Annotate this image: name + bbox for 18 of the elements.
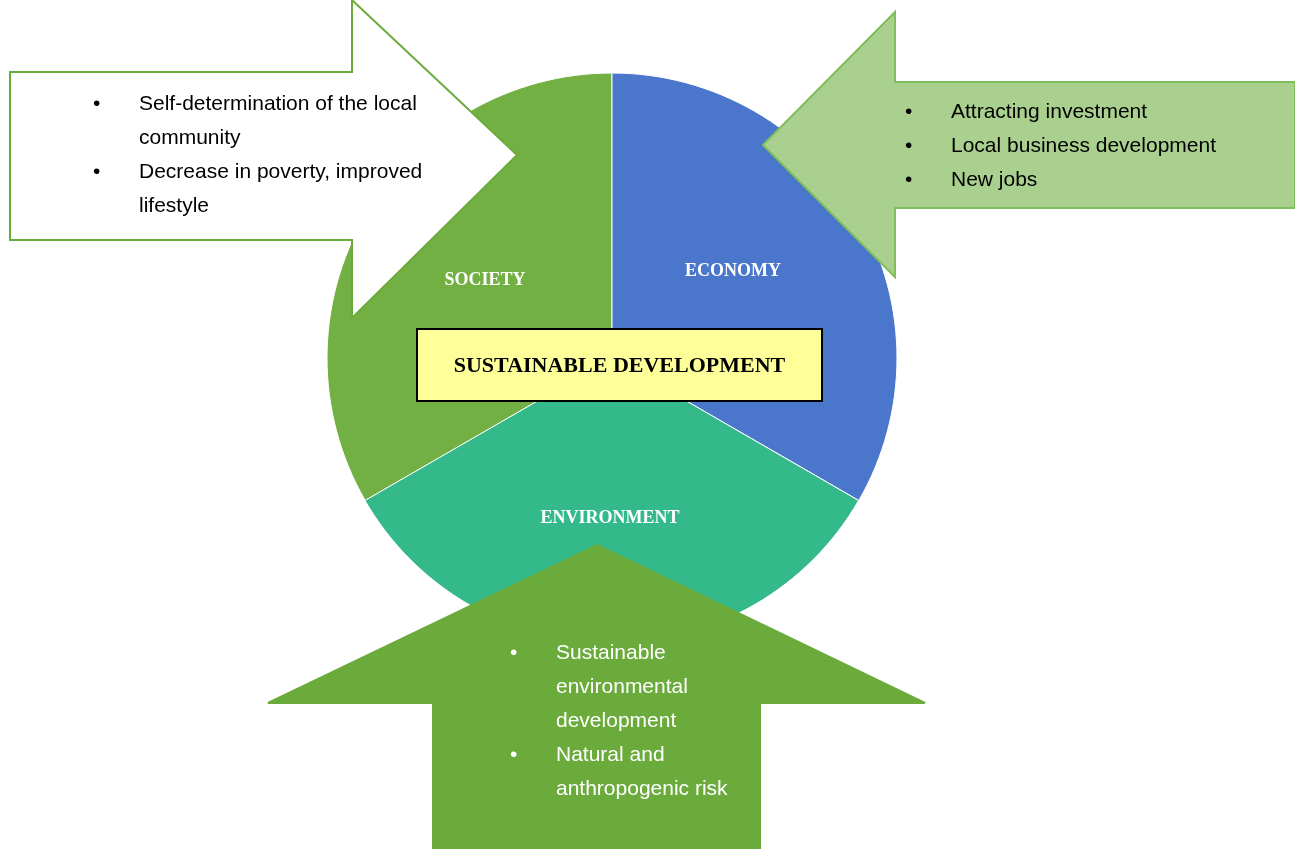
- bullet-marker: •: [510, 639, 518, 665]
- bullet-marker: •: [93, 158, 101, 184]
- bullet-text: Local business development: [951, 132, 1216, 158]
- bullet-text: Decrease in poverty, improved lifestyle: [139, 158, 424, 218]
- sector-label: SOCIETY: [444, 268, 526, 290]
- bullet-text: Sustainable environmental development: [556, 639, 689, 733]
- bullet-marker: •: [905, 166, 913, 192]
- center-label: SUSTAINABLE DEVELOPMENT: [453, 352, 786, 378]
- bullet-marker: •: [905, 98, 913, 124]
- bullet-text: New jobs: [951, 166, 1038, 192]
- bullet-text: Natural and anthropogenic risk: [556, 741, 729, 801]
- sector-label: ENVIRONMENT: [540, 506, 680, 528]
- bullet-text: Attracting investment: [951, 98, 1148, 124]
- bullet-marker: •: [905, 132, 913, 158]
- bullet-marker: •: [510, 741, 518, 767]
- bullet-text: Self-determination of the local community: [139, 90, 418, 150]
- bullet-marker: •: [93, 90, 101, 116]
- sector-label: ECONOMY: [685, 259, 781, 281]
